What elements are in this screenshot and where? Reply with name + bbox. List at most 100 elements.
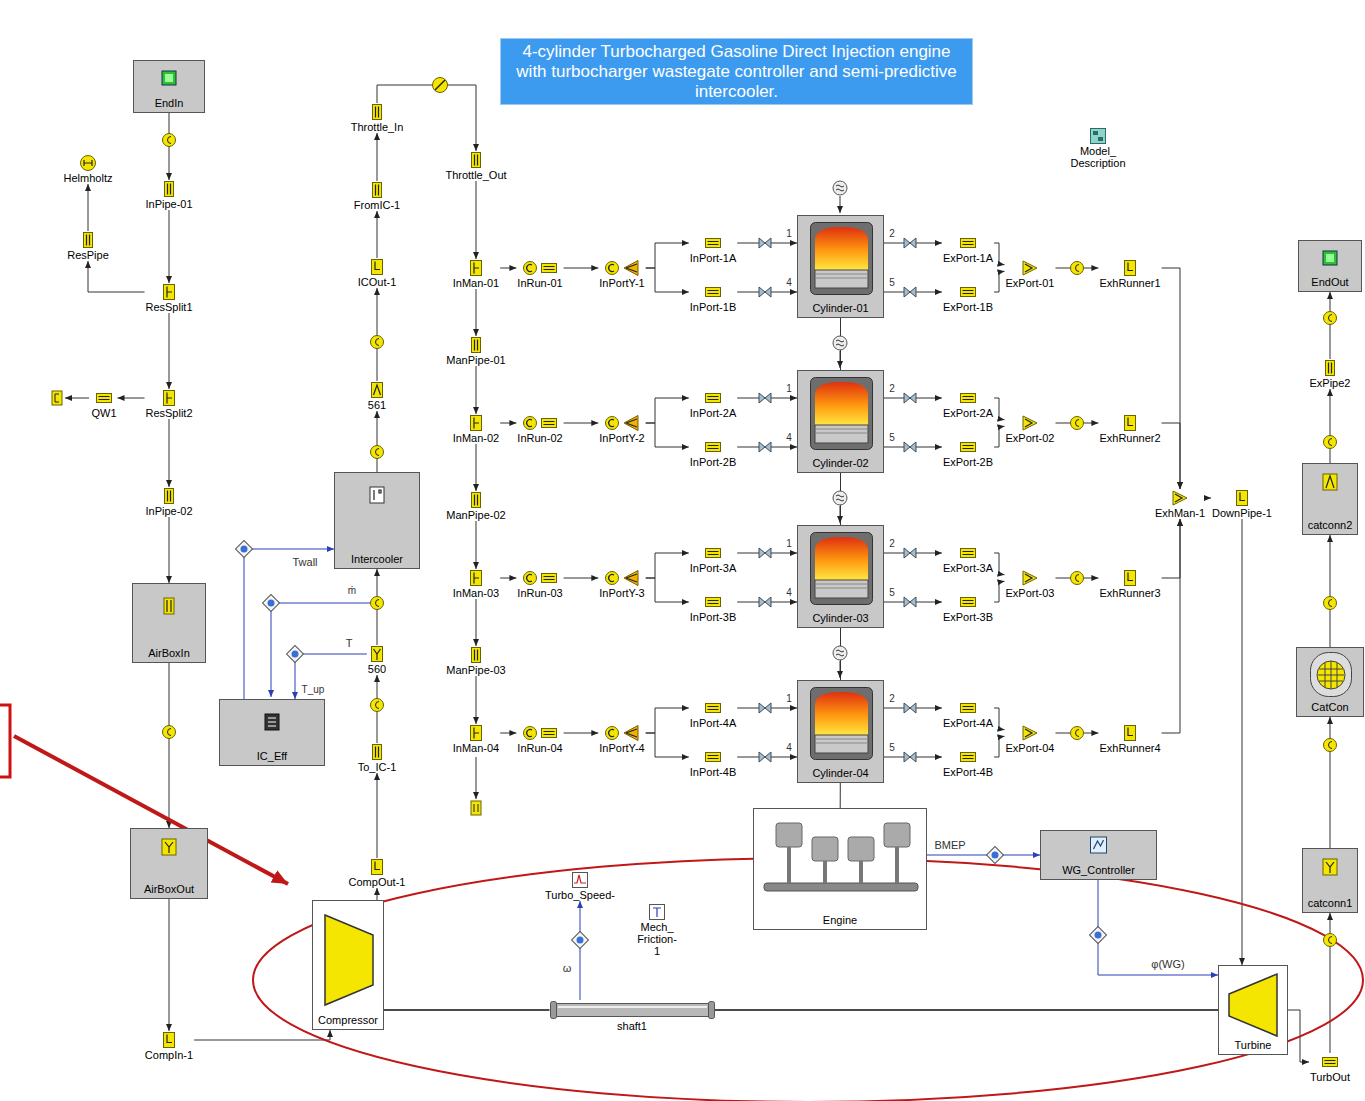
component-icon bbox=[160, 283, 178, 301]
flow-connector bbox=[1330, 717, 1331, 848]
flow-connector bbox=[1162, 519, 1180, 578]
icon-part bbox=[708, 756, 719, 759]
icon-part bbox=[1128, 263, 1133, 271]
injector-symbol bbox=[836, 650, 844, 656]
port-number: 5 bbox=[888, 587, 896, 599]
valve-symbol bbox=[759, 597, 771, 607]
component-label: InMan-04 bbox=[452, 742, 500, 754]
flow-connector bbox=[476, 676, 477, 724]
component-icon-node: ManPipe-03 bbox=[445, 646, 506, 676]
component-label: InRun-01 bbox=[516, 277, 563, 289]
component-icon-node: Mech_ Friction-1 bbox=[636, 903, 678, 957]
component-icon bbox=[1121, 414, 1139, 432]
component-icon bbox=[604, 414, 640, 432]
component-label: FromIC-1 bbox=[353, 199, 401, 211]
icon-part bbox=[375, 185, 378, 196]
valve-symbol bbox=[759, 238, 771, 248]
icon-part bbox=[165, 489, 174, 504]
signal-connector bbox=[244, 549, 334, 699]
art-part bbox=[325, 915, 373, 1005]
icon-part bbox=[706, 288, 721, 297]
port-number: 4 bbox=[785, 742, 793, 754]
icon-part bbox=[609, 730, 614, 737]
port-number: 5 bbox=[888, 277, 896, 289]
component-art bbox=[754, 809, 926, 929]
component-icon-node: ResSplit2 bbox=[144, 389, 193, 419]
art-part bbox=[815, 537, 868, 580]
icon-part bbox=[624, 261, 638, 276]
signal-connector bbox=[295, 654, 367, 699]
component-icon-node: InMan-02 bbox=[452, 414, 500, 444]
component-icon bbox=[704, 544, 722, 562]
art-part bbox=[164, 598, 174, 614]
component-icon bbox=[467, 569, 485, 587]
component-label: ExhMan-1 bbox=[1154, 507, 1206, 519]
orifice-symbol bbox=[1071, 262, 1084, 275]
art-part bbox=[1229, 974, 1277, 1036]
component-icon-node: InPortY-2 bbox=[598, 414, 645, 444]
component-box: catconn1 bbox=[1302, 848, 1358, 913]
component-label: AirBoxOut bbox=[143, 883, 195, 895]
component-label: InPort-2B bbox=[689, 456, 737, 468]
flow-connector bbox=[169, 899, 170, 1031]
sensor-symbol bbox=[987, 847, 1004, 864]
component-icon bbox=[959, 699, 977, 717]
icon-part bbox=[606, 262, 619, 275]
orifice-symbol bbox=[1329, 742, 1333, 749]
throttle-symbol bbox=[435, 80, 445, 90]
icon-part bbox=[376, 747, 379, 758]
flow-connector bbox=[1330, 535, 1331, 647]
component-icon bbox=[160, 1031, 178, 1049]
component-label: Turbo_Speed- bbox=[544, 889, 616, 901]
component-label: Throttle_Out bbox=[444, 169, 507, 181]
icon-part bbox=[541, 574, 556, 583]
valve-symbol bbox=[759, 442, 771, 452]
art-part bbox=[764, 883, 918, 891]
component-label: ExhRunner3 bbox=[1098, 587, 1161, 599]
art-part bbox=[1091, 837, 1107, 853]
icon-part bbox=[1128, 728, 1133, 736]
flow-connector bbox=[377, 411, 378, 472]
sensor-symbol bbox=[268, 600, 275, 607]
icon-part bbox=[372, 183, 381, 198]
component-label: InPipe-02 bbox=[144, 505, 193, 517]
component-label: ICOut-1 bbox=[357, 276, 398, 288]
flow-connector bbox=[476, 599, 477, 646]
icon-part bbox=[371, 647, 382, 662]
component-label: catconn1 bbox=[1307, 897, 1354, 909]
icon-part bbox=[474, 728, 479, 739]
component-icon bbox=[959, 544, 977, 562]
component-icon-node: ResSplit1 bbox=[144, 283, 193, 313]
flow-connector bbox=[646, 423, 689, 447]
component-icon bbox=[522, 724, 558, 742]
component-icon-node: InPipe-01 bbox=[144, 180, 193, 210]
component-label: catconn2 bbox=[1307, 519, 1354, 531]
signal-connector bbox=[580, 901, 581, 1000]
sensor-symbol bbox=[241, 546, 248, 553]
flow-wire bbox=[476, 757, 477, 799]
icon-part bbox=[708, 242, 719, 245]
flow-connector bbox=[994, 581, 1004, 602]
component-label: InPort-4A bbox=[689, 717, 737, 729]
art-part bbox=[816, 429, 867, 433]
art-part bbox=[848, 837, 874, 861]
component-box: AirBoxOut bbox=[130, 828, 208, 899]
component-label: CompIn-1 bbox=[144, 1049, 194, 1061]
component-icon-node: InPipe-02 bbox=[144, 487, 193, 517]
component-icon bbox=[160, 389, 178, 407]
component-label: ExPort-01 bbox=[1005, 277, 1056, 289]
flow-connector bbox=[1162, 519, 1180, 733]
component-label: Engine bbox=[822, 914, 858, 926]
component-label: InPort-3B bbox=[689, 611, 737, 623]
sensor-symbol bbox=[577, 937, 584, 944]
component-icon bbox=[704, 283, 722, 301]
component-label: InPort-3A bbox=[689, 562, 737, 574]
icon-part bbox=[706, 549, 721, 558]
art-part bbox=[268, 718, 276, 726]
component-icon-node: Model_ Description bbox=[1069, 127, 1126, 169]
component-icon-node: Throttle_Out bbox=[444, 151, 507, 181]
icon-part bbox=[527, 265, 532, 272]
component-icon-node: CompOut-1 bbox=[348, 858, 407, 888]
injector-wire bbox=[840, 506, 841, 523]
component-label: ExPort-04 bbox=[1005, 742, 1056, 754]
